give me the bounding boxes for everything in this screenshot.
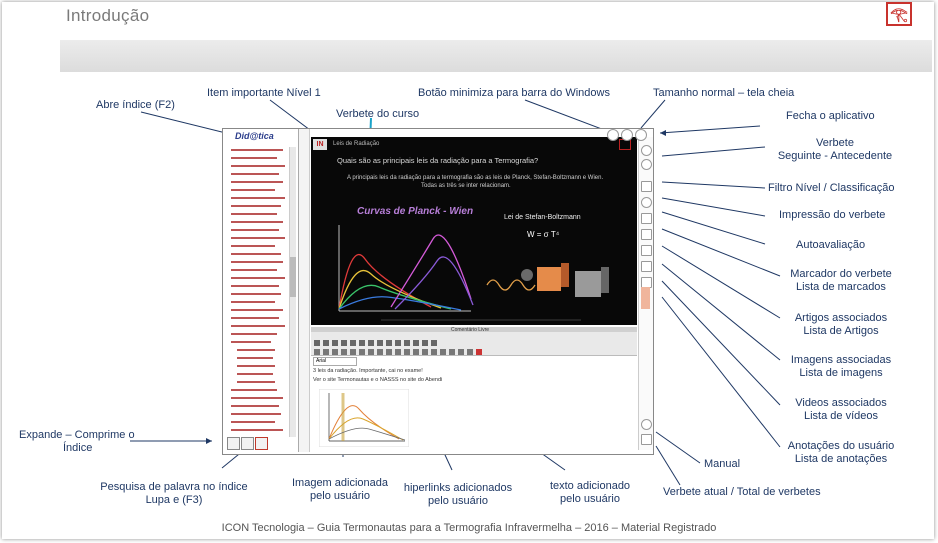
images-icon[interactable] [641, 261, 652, 272]
callout-abre-indice: Abre índice (F2) [96, 99, 175, 111]
eye-of-horus-icon: 𓂀 [886, 2, 912, 26]
callout-verbete-curso: Verbete do curso [336, 108, 420, 120]
search-icon[interactable] [255, 437, 268, 450]
stefan-formula: W = σ T⁴ [527, 230, 560, 239]
callout-filtro: Filtro Nível / Classificação [768, 182, 895, 194]
toolbar-buttons-row2[interactable] [314, 343, 524, 355]
level-indicator-column [299, 129, 310, 452]
right-toolbar [638, 137, 653, 450]
stefan-boltzmann-image [486, 263, 609, 297]
collapse-button[interactable] [241, 437, 254, 450]
app-name: Did@tica [235, 131, 274, 141]
icon-logo: IN [313, 139, 327, 150]
scroll-thumb[interactable] [290, 257, 296, 297]
user-added-image [319, 389, 409, 447]
entry-question: Quais são as principais leis da radiação… [337, 156, 539, 165]
callout-item-importante: Item importante Nível 1 [207, 87, 321, 99]
entry-counter-icon [641, 434, 652, 445]
planck-title: Curvas de Planck - Wien [357, 206, 474, 217]
print-icon[interactable] [641, 197, 652, 208]
next-previous-icon[interactable] [641, 145, 652, 156]
callout-fecha: Fecha o aplicativo [786, 110, 875, 122]
user-notes-editor[interactable]: Arial 3 leis da radiação. Importante, ca… [311, 356, 637, 450]
annotations-icon[interactable] [641, 287, 650, 309]
maximize-button[interactable] [621, 129, 633, 141]
footer: ICON Tecnologia – Guia Termonautas para … [221, 522, 717, 534]
planck-curves-image [338, 225, 474, 312]
user-hyperlinks[interactable]: Ver o site Termonautas e o NASSS no site… [313, 377, 443, 383]
expand-collapse-button[interactable] [227, 437, 240, 450]
header-band [60, 40, 932, 72]
page-title: Introdução [66, 6, 150, 25]
close-button[interactable] [635, 129, 647, 141]
user-text: 3 leis da radiação. Importante, cai no e… [313, 368, 423, 374]
articles-icon[interactable] [641, 245, 652, 256]
callout-verbete-atual: Verbete atual / Total de verbetes [663, 486, 821, 498]
editor-title: Comentário Livre [451, 327, 490, 333]
callout-botao-minimiza: Botão minimiza para barra do Windows [418, 87, 610, 99]
next-entry-icon[interactable] [641, 159, 652, 170]
font-select[interactable]: Arial [313, 357, 357, 366]
entry-answer-2: Todas as três se inter relacionam. [421, 183, 511, 189]
toolbar-buttons-row1[interactable] [314, 334, 464, 346]
minimize-button[interactable] [607, 129, 619, 141]
callout-impressao: Impressão do verbete [779, 209, 886, 221]
callout-manual: Manual [704, 458, 741, 470]
callout-autoavaliacao: Autoavaliação [796, 239, 866, 251]
callout-tamanho-normal: Tamanho normal – tela cheia [653, 87, 795, 99]
entry-header: Leis de Radiação [333, 141, 380, 147]
filter-icon[interactable] [641, 181, 652, 192]
stefan-title: Lei de Stefan-Boltzmann [504, 214, 581, 221]
editor-toolbar: Comentário Livre [311, 327, 637, 356]
index-scrollbar[interactable] [289, 147, 296, 437]
app-window: Did@tica [222, 128, 654, 455]
self-assessment-icon[interactable] [641, 213, 652, 224]
bookmark-icon[interactable] [641, 229, 652, 240]
course-entry-pane: IN Leis de Radiação Quais são as princip… [311, 137, 637, 325]
entry-answer-1: A principais leis da radiação para a ter… [347, 175, 604, 181]
manual-icon[interactable] [641, 419, 652, 430]
index-panel: Did@tica [223, 129, 299, 452]
